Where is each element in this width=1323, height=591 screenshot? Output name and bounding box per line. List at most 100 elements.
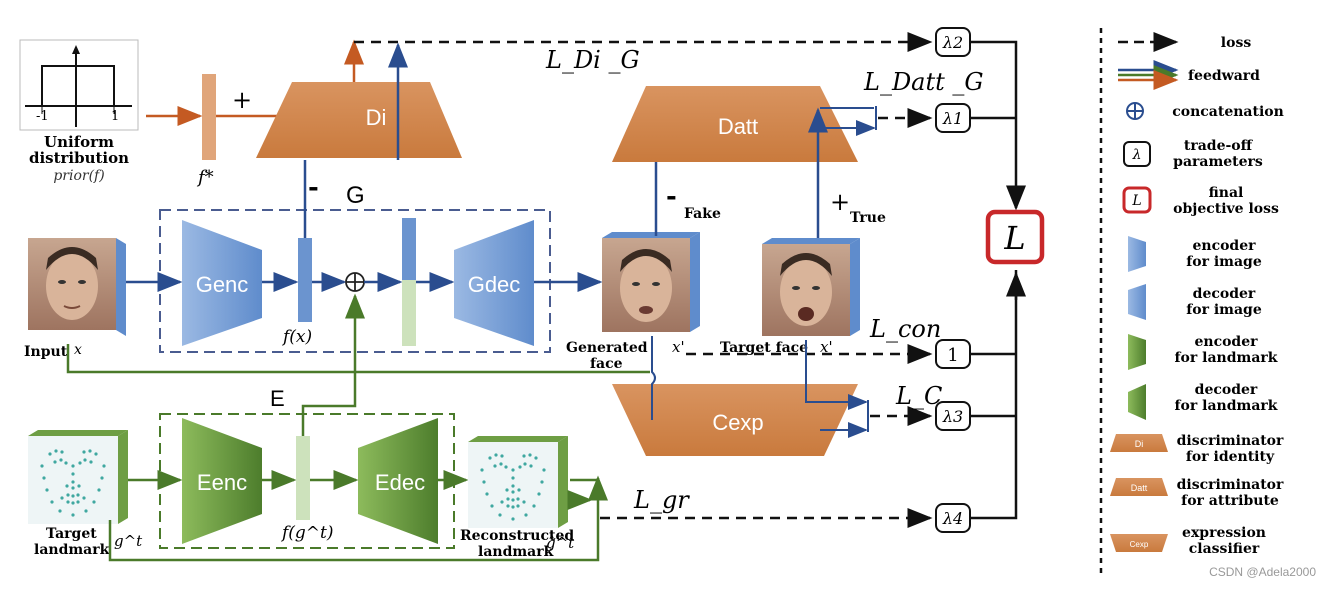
legend-tradeoff-text-2: parameters [1173,154,1263,170]
lambda-4-text: λ4 [942,509,963,528]
uniform-prior-plot: -1 1 [19,39,139,131]
concat-symbol-icon [345,272,365,292]
cexp-icon: Cexp [1110,534,1168,552]
minus-fake: - [666,182,677,212]
svg-text:L: L [1131,193,1141,209]
input-label: Input [24,344,68,360]
svg-text:Di: Di [1135,439,1144,449]
recon-label-2: landmark [478,544,554,560]
minus-g: - [308,173,319,203]
g-group-label: G [346,182,365,209]
gdec-label: Gdec [468,272,521,297]
encoder-landmark-icon [1128,334,1146,370]
input-face-image [28,238,126,336]
legend-enc-lm-2: for landmark [1175,350,1278,366]
lambda-3-text: λ3 [942,407,963,426]
generated-var: x' [672,338,685,356]
legend-enc-lm-1: encoder [1194,334,1258,350]
edec-label: Edec [375,470,425,495]
loss-l-con: L_con [869,315,941,343]
true-label: True [850,210,886,226]
lambda-2-text: λ2 [942,33,963,52]
legend-enc-img-1: encoder [1192,238,1256,254]
fx-label: f(x) [281,327,312,347]
concat-icon [1126,102,1144,120]
recon-label-1: Reconstructed [460,528,574,544]
datt-label: Datt [718,114,758,139]
recon-var: ĝ^t [546,534,575,552]
legend-datt-1: discriminator [1177,477,1284,493]
g-encoder-block [182,220,262,346]
e-group-label: E [270,386,285,411]
tick-pos-one: 1 [111,109,119,124]
generated-label-1: Generated [566,340,648,356]
f-star-label: f* [196,167,214,188]
target-face-label: Target face [720,340,808,356]
generated-face-image [602,232,700,332]
svg-text:Datt: Datt [1131,483,1148,493]
datt-discriminator-block [612,86,858,162]
legend-dec-lm-2: for landmark [1175,398,1278,414]
final-box-icon: L [1122,186,1152,214]
legend-dec-img-1: decoder [1193,286,1256,302]
final-objective-box [985,209,1045,265]
concat-bar-image [402,218,416,280]
prior-caption-1: Uniform [44,133,114,151]
fx-feature-bar [298,238,312,322]
target-landmark-label-2: landmark [34,542,110,558]
reconstructed-landmark-image [468,436,568,528]
legend-di-1: discriminator [1177,433,1284,449]
final-objective-text: L [1003,219,1025,257]
one-text: 1 [947,345,958,366]
feedward-arrow-icon [1118,60,1179,90]
svg-text:Cexp: Cexp [1130,540,1149,549]
target-landmark-label-1: Target [46,526,97,542]
legend-tradeoff-text-1: trade-off [1184,138,1254,154]
legend-final-text-1: final [1209,185,1244,201]
legend-loss-text: loss [1221,35,1252,51]
lambda-1-text: λ1 [942,109,963,128]
legend-cexp-2: classifier [1189,541,1260,557]
generated-label-2: face [590,356,623,372]
target-face-var: x' [820,338,833,356]
fg-feature-bar [296,436,310,520]
datt-icon: Datt [1110,478,1168,496]
cexp-classifier-block [612,384,858,456]
decoder-image-icon [1128,284,1146,320]
eenc-label: Eenc [197,470,247,495]
legend-cexp-1: expression [1182,525,1266,541]
concat-bar-landmark [402,280,416,346]
target-landmark-var: g^t [114,532,143,550]
watermark: CSDN @Adela2000 [1209,565,1316,579]
di-discriminator-block [256,82,462,158]
legend-dec-lm-1: decoder [1195,382,1258,398]
fake-label: Fake [684,206,721,222]
tick-neg-one: -1 [36,109,49,124]
lambda-box-icon: λ [1123,141,1151,167]
legend-feedward-text: feedward [1188,68,1260,84]
legend-concat-text: concatenation [1172,104,1284,120]
fg-label: f(g^t) [280,523,334,543]
loss-l-gr: L_gr [633,486,690,514]
legend: λ L Di Datt Cexp loss feedward concatena… [1110,32,1284,557]
decoder-landmark-icon [1128,384,1146,420]
plus-true: + [830,188,850,216]
legend-enc-img-2: for image [1186,254,1262,270]
di-label: Di [366,105,387,130]
encoder-image-icon [1128,236,1146,272]
target-landmark-image [28,430,128,524]
loss-l-di-g: L_Di _G [545,46,640,74]
prior-caption-2: distribution [29,149,129,167]
genc-label: Genc [196,272,249,297]
svg-text:λ: λ [1132,147,1142,163]
di-icon: Di [1110,434,1168,452]
g-decoder-block [454,220,534,346]
e-encoder-block [182,418,262,544]
e-decoder-block [358,418,438,544]
prior-caption-3: prior(f) [53,168,104,184]
input-var: x [74,342,82,358]
target-face-image [762,238,860,336]
plus-prior: + [232,86,252,114]
